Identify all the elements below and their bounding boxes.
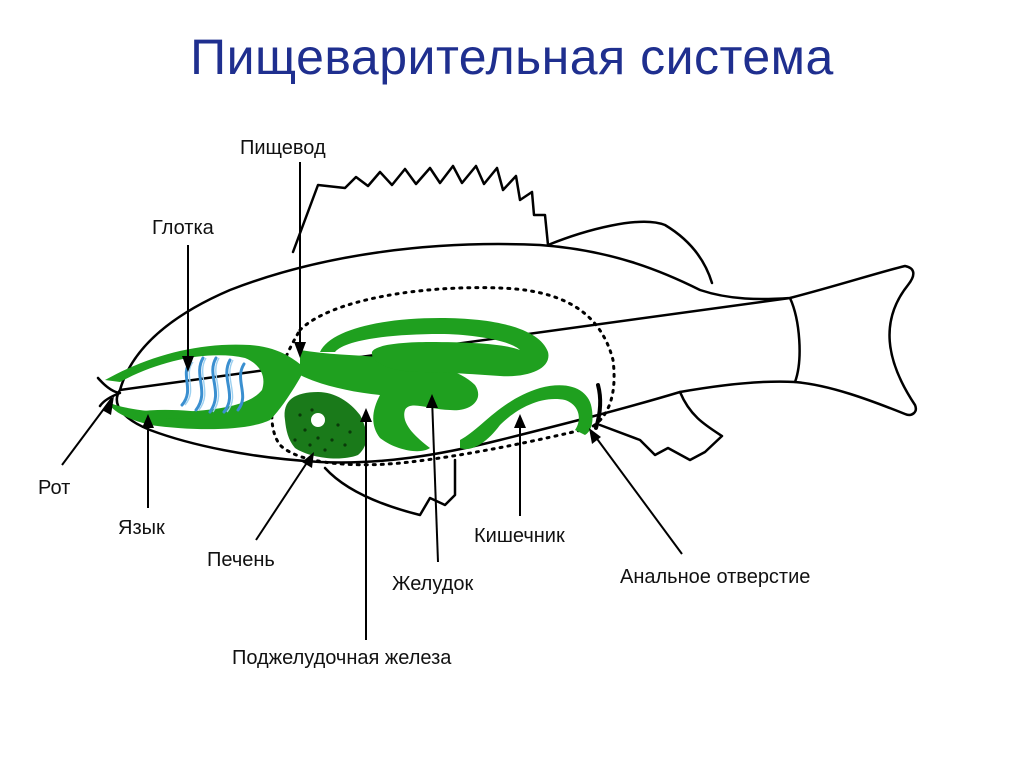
- intestine-upper-loop: [320, 318, 549, 377]
- digestive-tract: [105, 318, 603, 459]
- label-anus: Анальное отверстие: [620, 566, 810, 588]
- stomach-shape: [300, 350, 479, 452]
- label-mouth: Рот: [38, 477, 70, 499]
- anus-pointer: [591, 431, 683, 555]
- liver-pointer: [255, 454, 313, 541]
- pharynx-shape: [105, 344, 305, 430]
- gills-inner: [184, 357, 234, 413]
- body-cavity-outline: [270, 286, 616, 467]
- page-title: Пищеварительная система: [190, 29, 834, 85]
- leader-lines: [61, 162, 683, 640]
- label-stomach: Желудок: [392, 573, 473, 595]
- gall-bladder: [309, 411, 327, 429]
- gills: [180, 356, 246, 414]
- label-pancreas: Поджелудочная железа: [232, 647, 452, 669]
- intestine-lower: [460, 385, 593, 450]
- arrowheads: [102, 342, 601, 468]
- label-tongue: Язык: [118, 517, 165, 539]
- label-esophagus: Пищевод: [240, 137, 326, 159]
- label-pharynx: Глотка: [152, 217, 215, 239]
- fish-outline: [96, 164, 917, 517]
- label-intestine: Кишечник: [474, 525, 565, 547]
- stomach-pointer: [431, 397, 439, 563]
- tongue-shape: [135, 409, 215, 420]
- label-liver: Печень: [207, 549, 275, 571]
- liver-shape: [284, 392, 367, 459]
- anus-mark: [594, 383, 603, 430]
